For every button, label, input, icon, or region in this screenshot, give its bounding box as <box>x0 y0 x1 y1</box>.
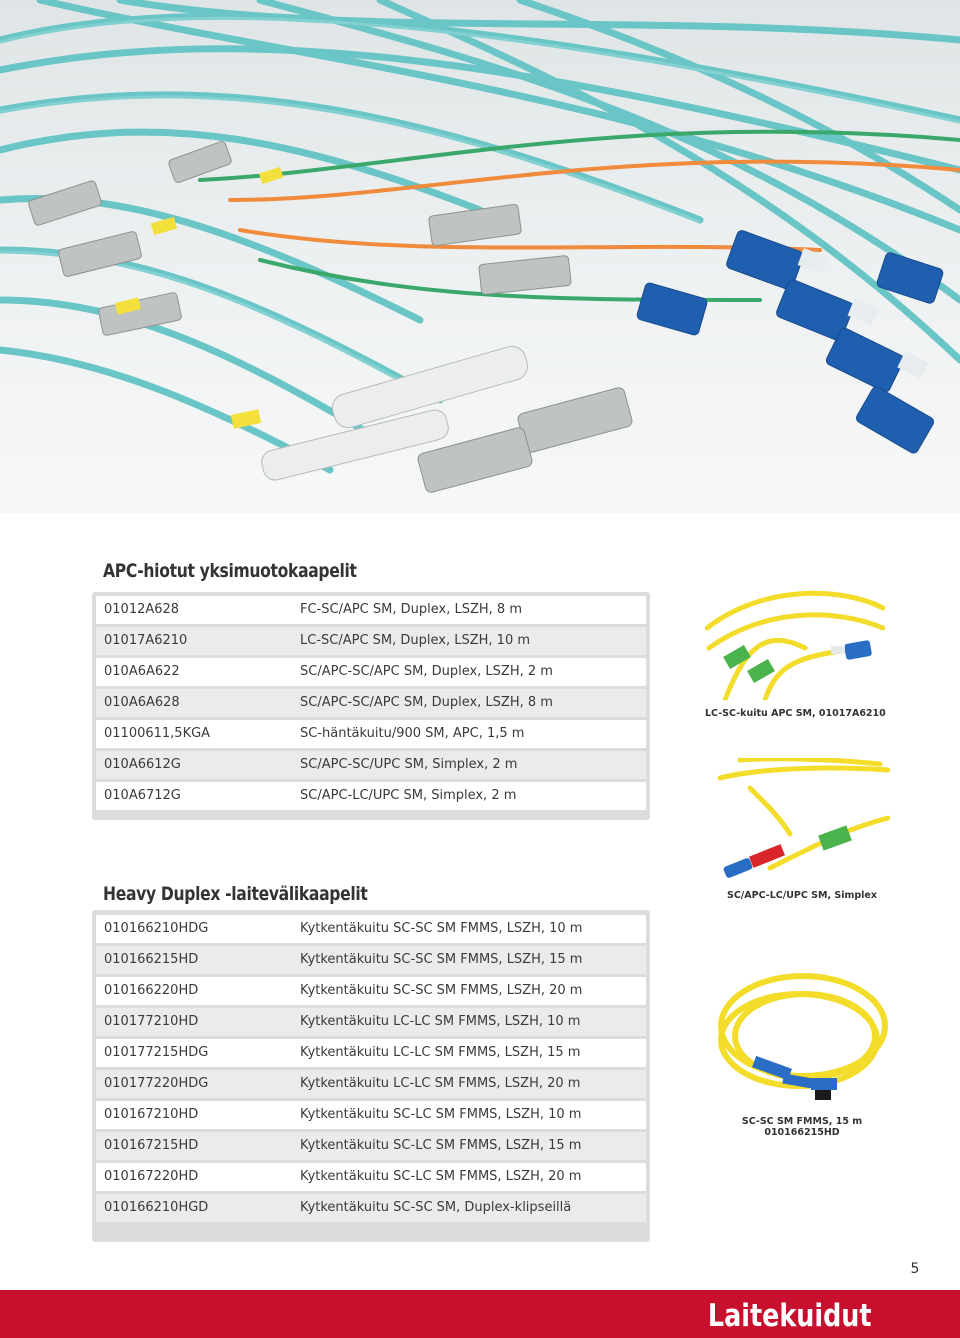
product-code: 010177215HDG <box>104 1045 209 1060</box>
table-row: 010167220HD Kytkentäkuitu SC-LC SM FMMS,… <box>96 1163 646 1191</box>
table-row: 01012A628 FC-SC/APC SM, Duplex, LSZH, 8 … <box>96 596 646 624</box>
product-description: Kytkentäkuitu LC-LC SM FMMS, LSZH, 20 m <box>300 1076 581 1091</box>
product-description: Kytkentäkuitu SC-SC SM FMMS, LSZH, 15 m <box>300 952 583 967</box>
table-row: 010A6A622 SC/APC-SC/APC SM, Duplex, LSZH… <box>96 658 646 686</box>
table-row: 010177215HDG Kytkentäkuitu LC-LC SM FMMS… <box>96 1039 646 1067</box>
product-code: 010A6612G <box>104 757 181 772</box>
product-description: FC-SC/APC SM, Duplex, LSZH, 8 m <box>300 602 522 617</box>
product-description: LC-SC/APC SM, Duplex, LSZH, 10 m <box>300 633 531 648</box>
sc-lc-simplex-image <box>717 758 890 878</box>
table-row: 01017A6210 LC-SC/APC SM, Duplex, LSZH, 1… <box>96 627 646 655</box>
caption-line-code: 010166215HD <box>764 1127 840 1138</box>
table-row: 010A6612G SC/APC-SC/UPC SM, Simplex, 2 m <box>96 751 646 779</box>
product-code: 010167210HD <box>104 1107 199 1122</box>
product-description: Kytkentäkuitu SC-SC SM FMMS, LSZH, 20 m <box>300 983 583 998</box>
product-code: 01012A628 <box>104 602 180 617</box>
page-number: 5 <box>910 1261 920 1277</box>
table-row: 010167215HD Kytkentäkuitu SC-LC SM FMMS,… <box>96 1132 646 1160</box>
product-description: SC/APC-SC/UPC SM, Simplex, 2 m <box>300 757 518 772</box>
product-code: 010166220HD <box>104 983 199 998</box>
lc-sc-cable-image <box>705 590 885 700</box>
section-title-heavy-duplex: Heavy Duplex -laitevälikaapelit <box>103 883 368 905</box>
table-row: 010166220HD Kytkentäkuitu SC-SC SM FMMS,… <box>96 977 646 1005</box>
footer-bar: Laitekuidut <box>0 1290 960 1338</box>
footer-title: Laitekuidut <box>708 1298 872 1334</box>
photo-caption: LC-SC-kuitu APC SM, 01017A6210 <box>705 708 886 719</box>
table-row: 010A6712G SC/APC-LC/UPC SM, Simplex, 2 m <box>96 782 646 810</box>
product-description: Kytkentäkuitu SC-LC SM FMMS, LSZH, 10 m <box>300 1107 582 1122</box>
table-row: 010177210HD Kytkentäkuitu LC-LC SM FMMS,… <box>96 1008 646 1036</box>
table-row: 010166210HGD Kytkentäkuitu SC-SC SM, Dup… <box>96 1194 646 1222</box>
product-description: SC-häntäkuitu/900 SM, APC, 1,5 m <box>300 726 525 741</box>
table-row: 010177220HDG Kytkentäkuitu LC-LC SM FMMS… <box>96 1070 646 1098</box>
apc-cable-table: 01012A628 FC-SC/APC SM, Duplex, LSZH, 8 … <box>92 592 650 820</box>
product-code: 010166210HGD <box>104 1200 209 1215</box>
product-code: 010167220HD <box>104 1169 199 1184</box>
photo-caption: SC-SC SM FMMS, 15 m 010166215HD <box>712 1116 892 1138</box>
product-code: 010166210HDG <box>104 921 209 936</box>
caption-line-title: SC-SC SM FMMS, 15 m <box>741 1116 863 1127</box>
product-photo-lc-sc <box>705 588 885 700</box>
product-code: 01017A6210 <box>104 633 188 648</box>
product-description: SC/APC-LC/UPC SM, Simplex, 2 m <box>300 788 517 803</box>
product-code: 01100611,5KGA <box>104 726 211 741</box>
hero-photo <box>0 0 960 513</box>
photo-caption: SC/APC-LC/UPC SM, Simplex <box>726 890 878 901</box>
table-row: 010167210HD Kytkentäkuitu SC-LC SM FMMS,… <box>96 1101 646 1129</box>
product-code: 010177210HD <box>104 1014 199 1029</box>
product-photo-sc-lc-simplex <box>710 758 890 884</box>
fiber-cables-illustration <box>0 0 960 513</box>
table-row: 010166210HDG Kytkentäkuitu SC-SC SM FMMS… <box>96 915 646 943</box>
product-photo-sc-sc-fmms <box>713 966 891 1114</box>
product-code: 010167215HD <box>104 1138 199 1153</box>
product-description: Kytkentäkuitu LC-LC SM FMMS, LSZH, 10 m <box>300 1014 581 1029</box>
product-description: Kytkentäkuitu LC-LC SM FMMS, LSZH, 15 m <box>300 1045 581 1060</box>
table-row: 010166215HD Kytkentäkuitu SC-SC SM FMMS,… <box>96 946 646 974</box>
section-title-apc: APC-hiotut yksimuotokaapelit <box>103 560 357 582</box>
sc-sc-fmms-image <box>718 973 888 1100</box>
product-description: Kytkentäkuitu SC-LC SM FMMS, LSZH, 15 m <box>300 1138 582 1153</box>
table-row: 01100611,5KGA SC-häntäkuitu/900 SM, APC,… <box>96 720 646 748</box>
product-description: Kytkentäkuitu SC-LC SM FMMS, LSZH, 20 m <box>300 1169 582 1184</box>
product-description: Kytkentäkuitu SC-SC SM, Duplex-klipseill… <box>300 1200 572 1215</box>
product-code: 010A6A628 <box>104 695 180 710</box>
table-row: 010A6A628 SC/APC-SC/APC SM, Duplex, LSZH… <box>96 689 646 717</box>
product-code: 010166215HD <box>104 952 199 967</box>
product-description: SC/APC-SC/APC SM, Duplex, LSZH, 2 m <box>300 664 553 679</box>
heavy-duplex-table: 010166210HDG Kytkentäkuitu SC-SC SM FMMS… <box>92 910 650 1242</box>
product-description: SC/APC-SC/APC SM, Duplex, LSZH, 8 m <box>300 695 553 710</box>
product-description: Kytkentäkuitu SC-SC SM FMMS, LSZH, 10 m <box>300 921 583 936</box>
product-code: 010A6A622 <box>104 664 180 679</box>
product-code: 010A6712G <box>104 788 181 803</box>
product-code: 010177220HDG <box>104 1076 209 1091</box>
